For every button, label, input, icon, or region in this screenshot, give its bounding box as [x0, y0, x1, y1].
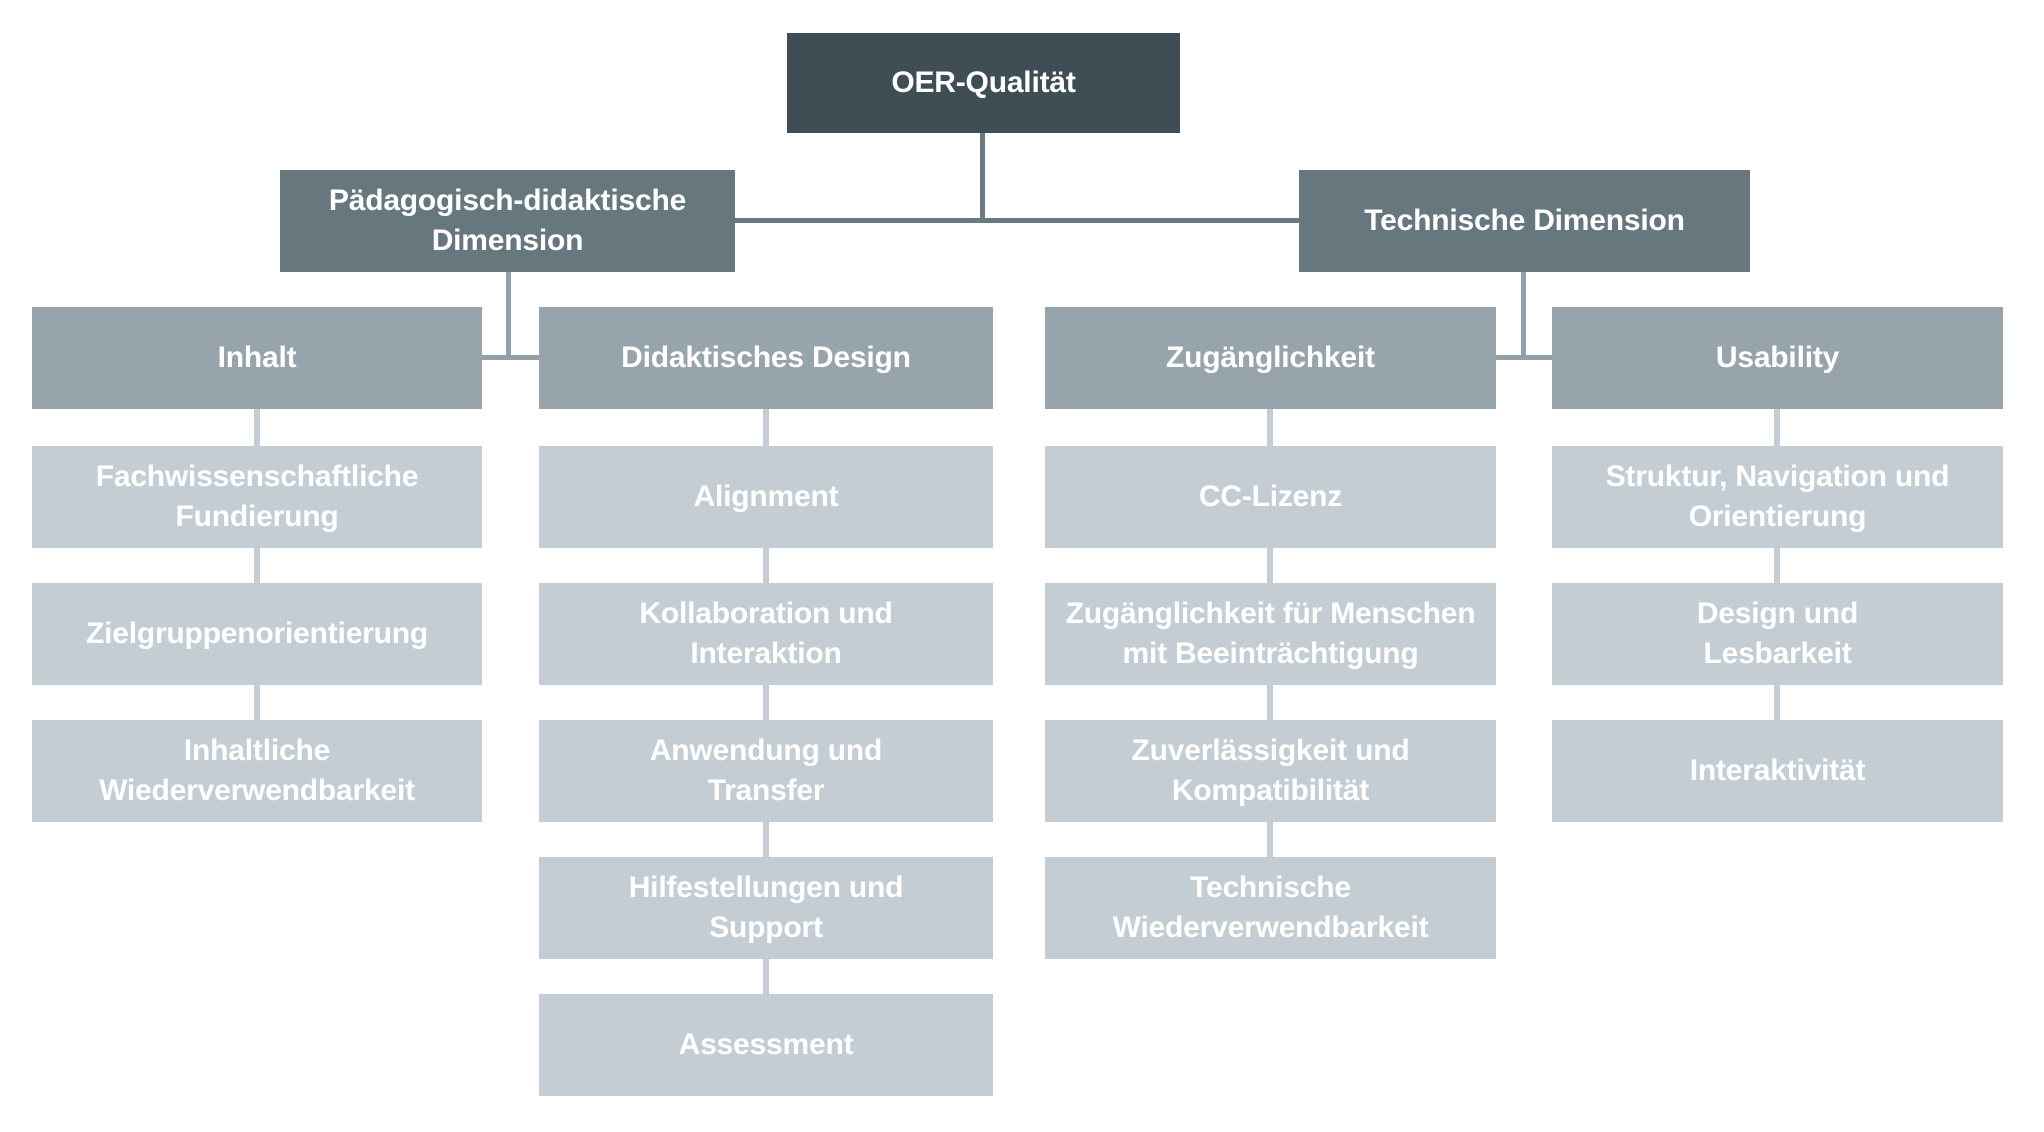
node-usability: Usability: [1552, 307, 2003, 409]
node-interaktivitaet: Interaktivität: [1552, 720, 2003, 822]
connector-col4-seg3: [1774, 685, 1780, 720]
node-struktur-navigation-und-orientierung: Struktur, Navigation und Orientierung: [1552, 446, 2003, 548]
connector-root-drop: [980, 133, 985, 220]
node-oer-qualitaet: OER-Qualität: [787, 33, 1180, 133]
connector-paedagogisch-drop: [506, 272, 511, 359]
connector-col2-seg5: [763, 959, 769, 994]
node-alignment: Alignment: [539, 446, 993, 548]
connector-col2-seg3: [763, 685, 769, 720]
node-inhaltliche-wiederverwendbarkeit: Inhaltliche Wiederverwendbarkeit: [32, 720, 482, 822]
connector-col2-seg2: [763, 548, 769, 583]
node-assessment: Assessment: [539, 994, 993, 1096]
connector-paedagogisch-tee: [482, 355, 539, 360]
connector-technische-tee: [1496, 355, 1552, 360]
node-zugaenglichkeit: Zugänglichkeit: [1045, 307, 1496, 409]
connector-col3-seg3: [1267, 685, 1273, 720]
connector-col4-seg1: [1774, 409, 1780, 446]
node-hilfestellungen-und-support: Hilfestellungen und Support: [539, 857, 993, 959]
node-design-und-lesbarkeit: Design und Lesbarkeit: [1552, 583, 2003, 685]
node-technische-dimension: Technische Dimension: [1299, 170, 1750, 272]
node-anwendung-und-transfer: Anwendung und Transfer: [539, 720, 993, 822]
node-didaktisches-design: Didaktisches Design: [539, 307, 993, 409]
node-zuverlaessigkeit-und-kompatibilitaet: Zuverlässigkeit und Kompatibilität: [1045, 720, 1496, 822]
connector-col3-seg2: [1267, 548, 1273, 583]
node-kollaboration-und-interaktion: Kollaboration und Interaktion: [539, 583, 993, 685]
connector-technische-drop: [1521, 272, 1526, 359]
connector-dimension-spine: [735, 218, 1299, 223]
connector-col1-seg3: [254, 685, 260, 720]
node-cc-lizenz: CC-Lizenz: [1045, 446, 1496, 548]
connector-col1-seg2: [254, 548, 260, 583]
connector-col4-seg2: [1774, 548, 1780, 583]
connector-col3-seg4: [1267, 822, 1273, 857]
node-inhalt: Inhalt: [32, 307, 482, 409]
node-paedagogisch-didaktische-dimension: Pädagogisch-didaktische Dimension: [280, 170, 735, 272]
connector-col1-seg1: [254, 409, 260, 446]
node-technische-wiederverwendbarkeit: Technische Wiederverwendbarkeit: [1045, 857, 1496, 959]
node-fachwissenschaftliche-fundierung: Fachwissenschaftliche Fundierung: [32, 446, 482, 548]
connector-col3-seg1: [1267, 409, 1273, 446]
node-zielgruppenorientierung: Zielgruppenorientierung: [32, 583, 482, 685]
connector-col2-seg1: [763, 409, 769, 446]
connector-col2-seg4: [763, 822, 769, 857]
node-zugaenglichkeit-fuer-menschen-mit-beeintraechtigung: Zugänglichkeit für Menschen mit Beeinträ…: [1045, 583, 1496, 685]
